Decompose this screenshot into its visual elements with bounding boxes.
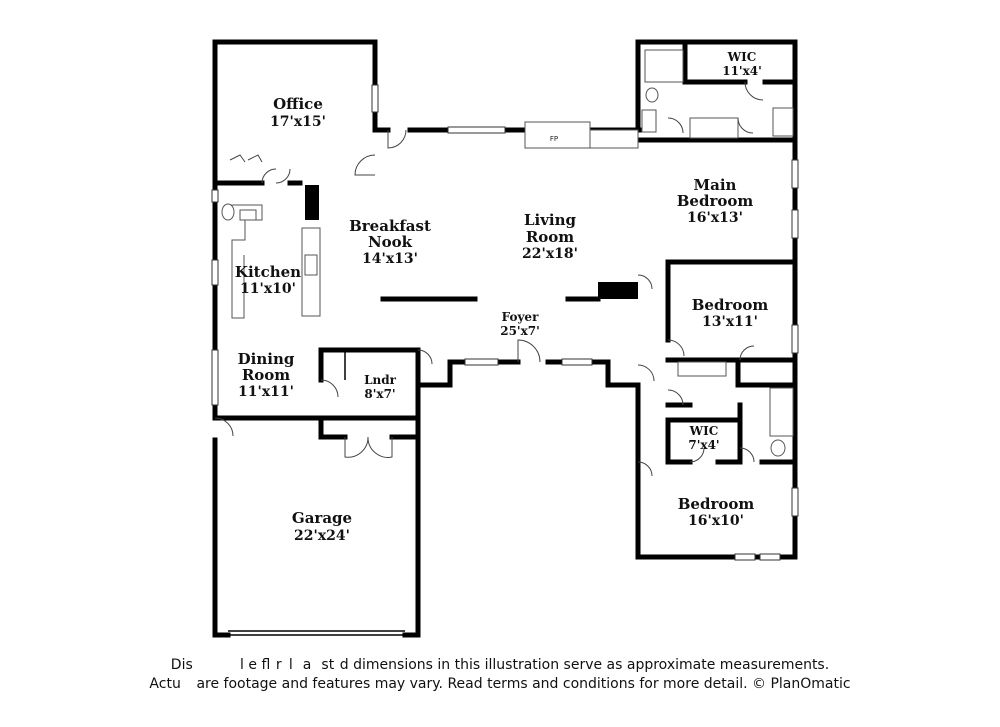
interior-walls [212,39,798,465]
kitchen-name: Kitchen [235,263,301,281]
main-bedroom-name-1: Main [694,176,737,194]
dining-room-dims: 11'x11' [238,384,294,400]
wic-main-dims: 11'x4' [722,64,762,78]
room-labels: Office 17'x15' Breakfast Nook 14'x13' Li… [235,50,768,544]
garage-dims: 22'x24' [294,528,350,544]
breakfast-nook-dims: 14'x13' [362,251,418,267]
bedroom-3-name: Bedroom [678,495,755,513]
wic-main-name: WIC [727,50,757,64]
office-dims: 17'x15' [270,114,326,130]
kitchen-dims: 11'x10' [240,281,296,297]
exterior-walls [212,39,798,638]
laundry-name: Lndr [364,373,397,387]
bedroom-2-dims: 13'x11' [702,314,758,330]
living-room-name-1: Living [524,211,577,229]
garage-name: Garage [292,509,352,527]
main-bedroom-name-2: Bedroom [677,192,754,210]
disclaimer-line-1: Dis l e fl r l a st d dimensions in this… [170,657,830,673]
breakfast-nook-name-2: Nook [368,233,413,251]
foyer-name: Foyer [502,310,539,324]
disclaimer-line-2: Actu are footage and features may vary. … [149,676,851,692]
laundry-dims: 8'x7' [364,387,395,401]
dining-room-name-1: Dining [238,350,295,368]
main-bedroom-dims: 16'x13' [687,210,743,226]
fireplace-label: FP [550,135,558,143]
bedroom-2-name: Bedroom [692,296,769,314]
wic-2-name: WIC [689,424,719,438]
breakfast-nook-name-1: Breakfast [349,217,431,235]
wic-2-dims: 7'x4' [688,438,719,452]
dining-room-name-2: Room [242,366,290,384]
doors [214,81,764,477]
living-room-dims: 22'x18' [522,246,578,262]
office-name: Office [273,95,323,113]
living-room-name-2: Room [526,228,574,246]
fixtures [221,49,794,457]
foyer-dims: 25'x7' [500,324,540,338]
windows [211,84,799,636]
fireplace: FP [524,121,639,149]
bedroom-3-dims: 16'x10' [688,513,744,529]
